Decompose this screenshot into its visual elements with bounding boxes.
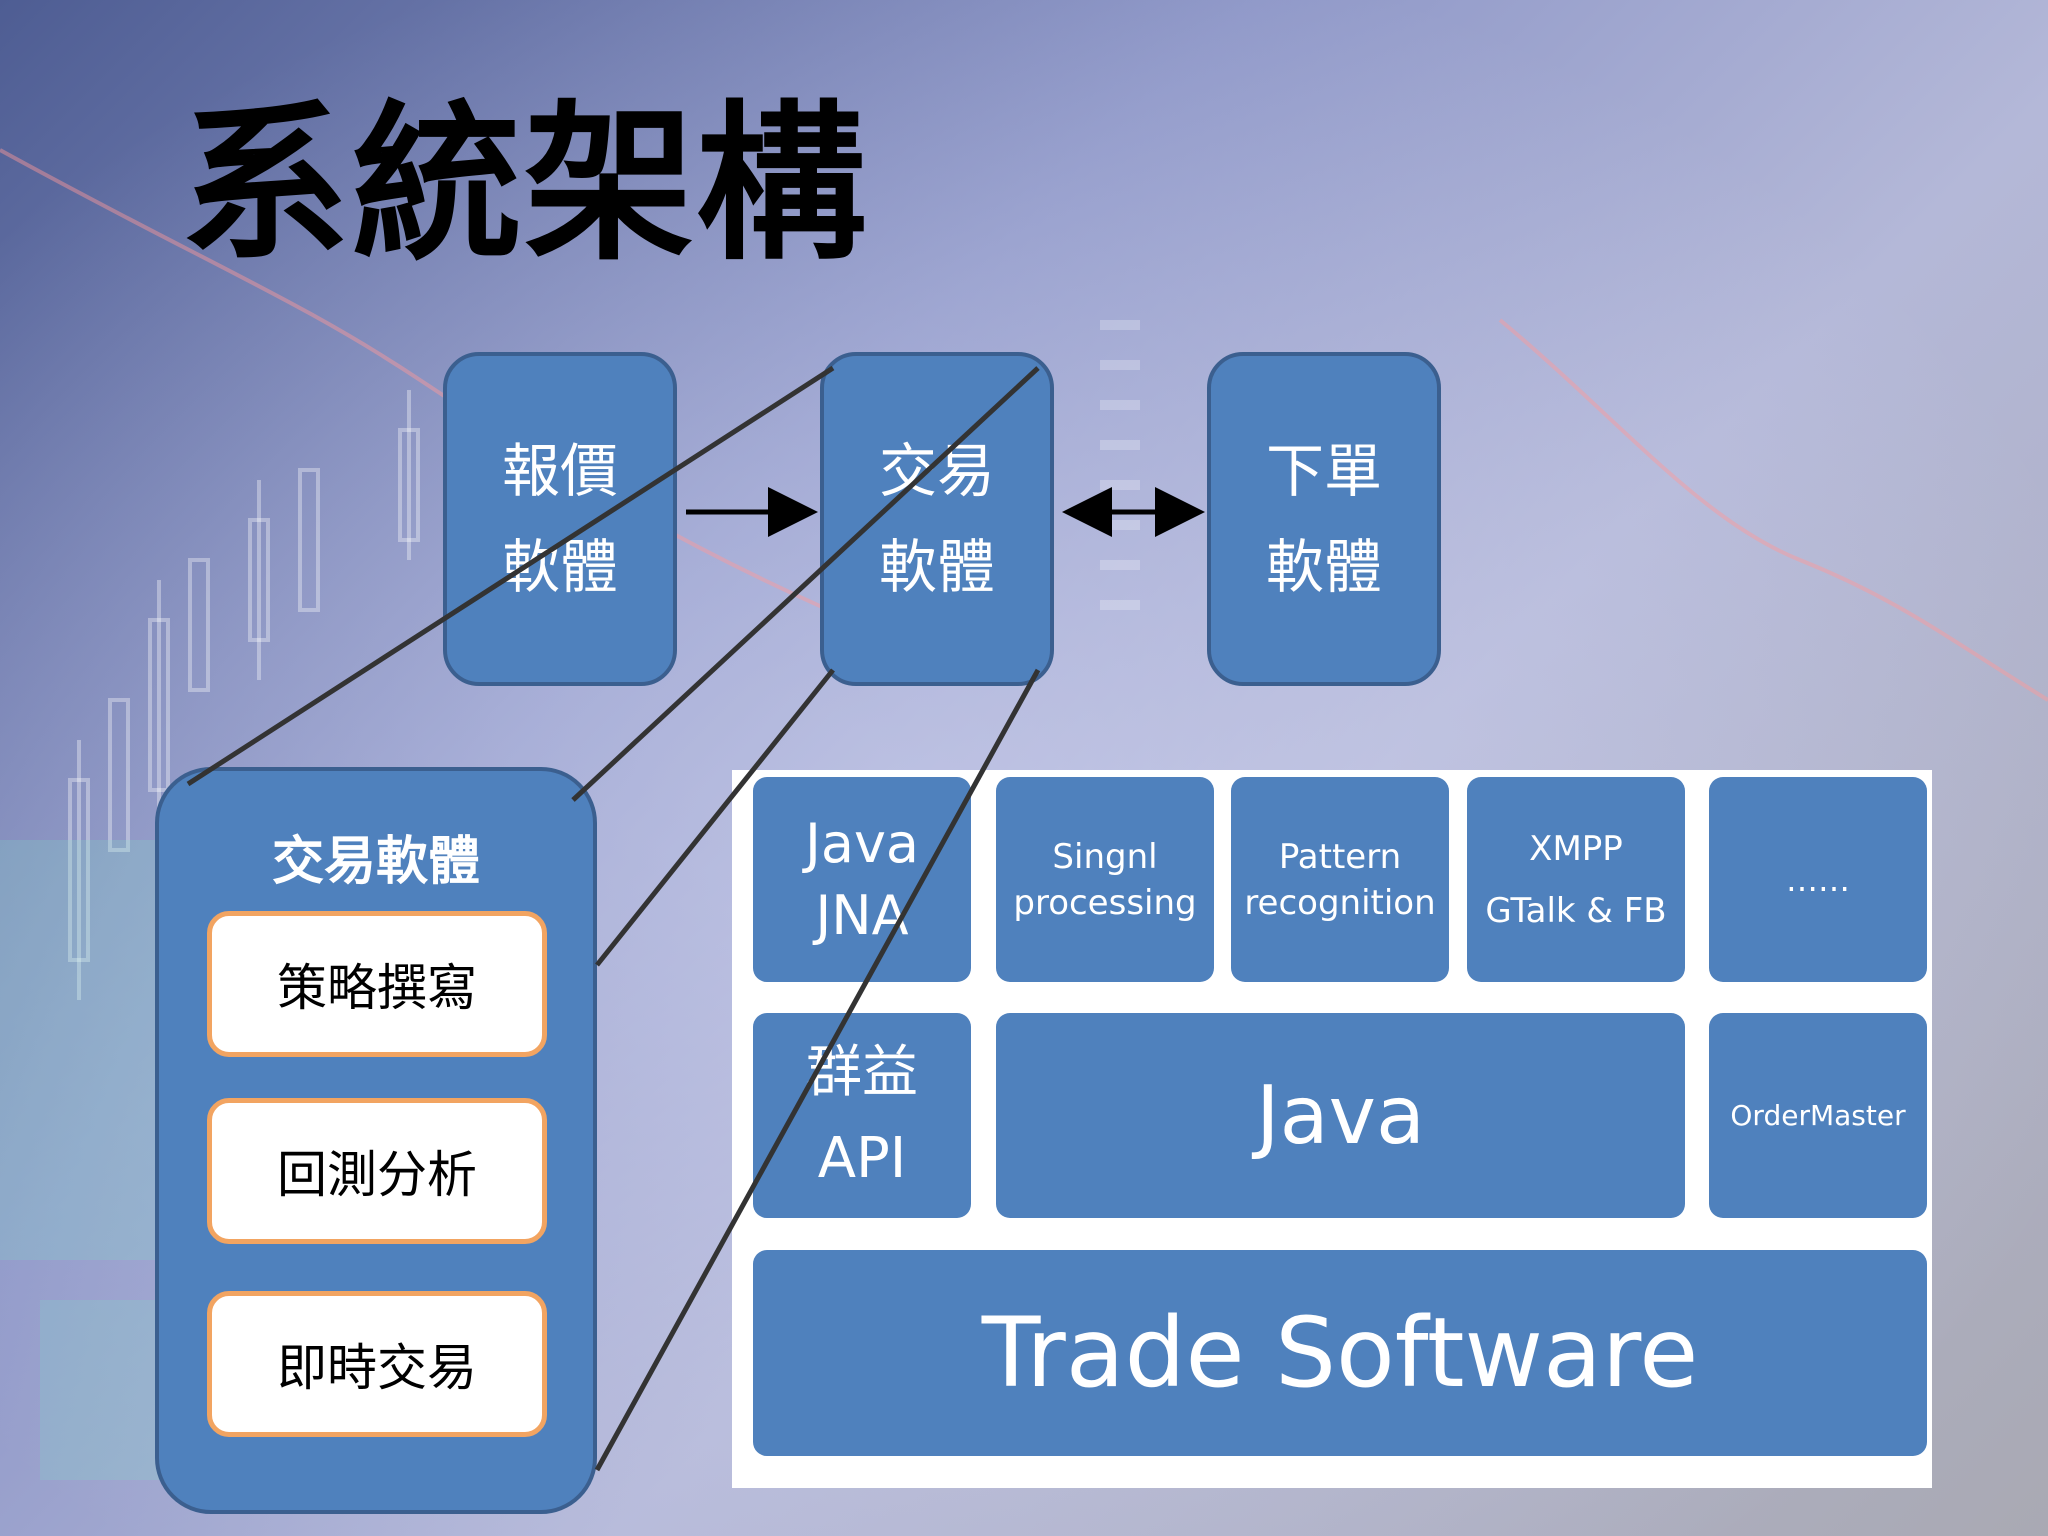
realtime-trading-box: 即時交易 (207, 1291, 547, 1437)
trade-software-base-label: Trade Software (981, 1297, 1699, 1409)
quote-software-line1: 報價 (501, 437, 618, 505)
order-software-line1: 下單 (1265, 437, 1382, 505)
xmpp-cell: XMPP GTalk & FB (1467, 777, 1685, 982)
signal-processing-line1: Singnl (1052, 836, 1158, 877)
java-jna-line1: Java (804, 811, 920, 875)
trade-software-base-cell: Trade Software (753, 1250, 1927, 1456)
xmpp-line1: XMPP (1529, 828, 1623, 869)
order-software-line2: 軟體 (1265, 533, 1382, 601)
pattern-recognition-line1: Pattern (1278, 836, 1402, 877)
java-core-cell: Java (996, 1013, 1685, 1218)
quote-software-box: 報價 軟體 (443, 352, 677, 686)
quote-software-line2: 軟體 (501, 533, 618, 601)
xmpp-line2: GTalk & FB (1485, 890, 1667, 931)
capital-api-line1: 群益 (806, 1039, 918, 1105)
pattern-recognition-cell: Pattern recognition (1231, 777, 1449, 982)
architecture-diagram: Java JNA Singnl processing Pattern recog… (732, 770, 1932, 1488)
ordermaster-cell: OrderMaster (1709, 1013, 1927, 1218)
more-cell: …… (1709, 777, 1927, 982)
trade-software-line2: 軟體 (878, 533, 995, 601)
trade-software-detail-panel: 交易軟體 策略撰寫 回測分析 即時交易 (155, 767, 597, 1514)
capital-api-line2: API (817, 1125, 907, 1191)
backtest-analysis-box: 回測分析 (207, 1098, 547, 1244)
page-title: 系統架構 (180, 86, 869, 284)
signal-processing-line2: processing (1013, 882, 1197, 923)
detail-panel-title: 交易軟體 (271, 832, 480, 892)
signal-processing-cell: Singnl processing (996, 777, 1214, 982)
trade-software-box: 交易 軟體 (820, 352, 1054, 686)
order-software-box: 下單 軟體 (1207, 352, 1441, 686)
java-jna-line2: JNA (815, 883, 909, 947)
more-label: …… (1786, 860, 1850, 899)
ordermaster-label: OrderMaster (1730, 1099, 1906, 1132)
capital-api-cell: 群益 API (753, 1013, 971, 1218)
java-jna-cell: Java JNA (753, 777, 971, 982)
trade-software-line1: 交易 (878, 437, 995, 505)
pattern-recognition-line2: recognition (1244, 882, 1436, 923)
strategy-writing-box: 策略撰寫 (207, 911, 547, 1057)
java-core-label: Java (1256, 1069, 1425, 1162)
